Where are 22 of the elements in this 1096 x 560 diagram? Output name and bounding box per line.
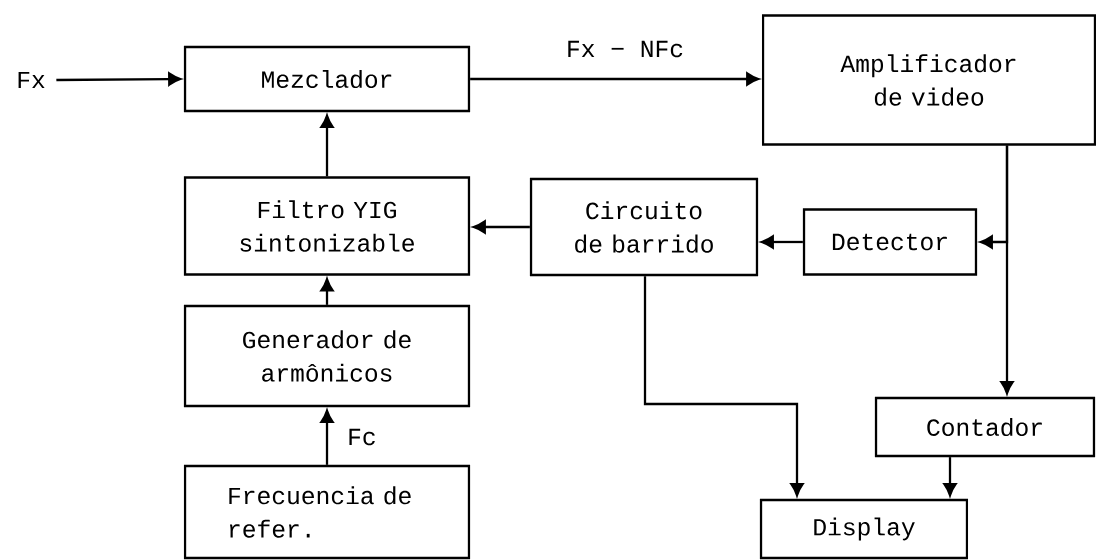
process-box: Contador [874, 396, 1096, 458]
arrow [1000, 145, 1014, 395]
process-box: Generador de armônicos [183, 304, 471, 408]
edge-label: Fc [345, 427, 379, 447]
arrow [472, 220, 530, 234]
process-box: Display [759, 498, 969, 560]
arrow [470, 72, 760, 86]
arrow [760, 235, 803, 249]
arrow [320, 114, 334, 177]
process-box: Circuito de barrido [529, 177, 759, 277]
process-box: Mezclador [183, 45, 471, 113]
process-box: Amplificador de video [761, 14, 1096, 146]
process-box: Detector [802, 208, 978, 276]
arrow [643, 276, 804, 497]
arrow [56, 72, 182, 86]
edge-label: Fx − NFc [564, 39, 686, 59]
process-box: Frecuencia de refer. [183, 464, 471, 560]
signal-label: Fx [18, 71, 45, 89]
arrow [320, 278, 334, 305]
arrow [943, 457, 957, 497]
process-box: Filtro YIG sintonizable [183, 176, 471, 276]
arrow [320, 409, 334, 465]
